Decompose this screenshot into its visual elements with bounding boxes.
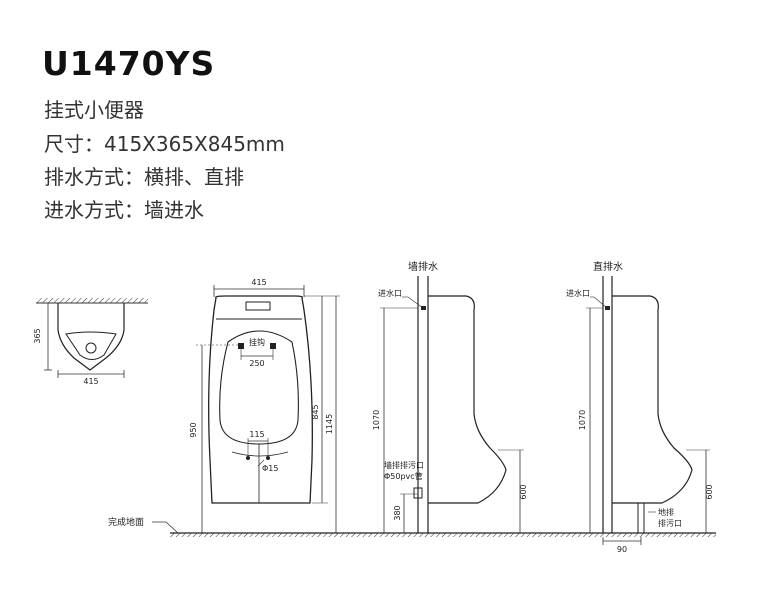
floor-drain-view: 直排水 进水口 1070 地排 排污口 90 600 <box>566 260 714 554</box>
floor-outlet-label-2: 排污口 <box>658 518 682 528</box>
floor-outlet-label-1: 地排 <box>658 507 674 517</box>
dim-845-label: 845 <box>311 404 320 419</box>
top-view-wall-hatch <box>36 298 148 303</box>
spec-size: 尺寸：415X365X845mm <box>44 132 285 156</box>
flush-valve <box>245 301 271 311</box>
wall-inlet-port <box>421 306 426 310</box>
floor-hatch <box>170 533 716 537</box>
floor-inlet-label: 进水口 <box>566 288 590 298</box>
hook-spacing-label: 250 <box>249 359 264 368</box>
floor-dim-600-label: 600 <box>705 484 714 499</box>
floor-drain-profile <box>612 295 693 504</box>
wall-dim-600-label: 600 <box>519 484 528 499</box>
top-view-width-label: 415 <box>83 377 98 386</box>
floor-dim-90-label: 90 <box>617 545 627 554</box>
top-view: 365 415 <box>33 298 148 386</box>
hook-left <box>238 343 244 349</box>
floor-drain-title: 直排水 <box>593 260 623 273</box>
top-view-drain <box>85 342 97 354</box>
wall-inlet-label: 进水口 <box>378 288 402 298</box>
dim-950-label: 950 <box>189 422 198 437</box>
floor-label: 完成地面 <box>108 516 144 528</box>
spec-inlet: 进水方式：墙进水 <box>44 198 204 222</box>
dim-1145-label: 1145 <box>325 414 334 434</box>
spec-drain: 排水方式：横排、直排 <box>44 165 244 189</box>
floor-inlet-port <box>605 306 610 310</box>
outlet-hole-right <box>266 456 270 460</box>
wall-outlet-label-1: 墙排排污口 <box>384 460 424 470</box>
hook-label: 挂钩 <box>249 337 265 347</box>
front-width-label: 415 <box>251 278 266 287</box>
spec-type: 挂式小便器 <box>44 98 144 122</box>
wall-drain-view: 墙排水 进水口 1070 380 墙排排污口 Φ50pvc管 600 <box>372 260 528 533</box>
wall-drain-profile <box>428 295 507 504</box>
front-body-outline <box>208 295 313 504</box>
wall-drain-title: 墙排水 <box>408 260 438 273</box>
front-bowl-outline <box>219 330 299 445</box>
front-view: 415 挂钩 250 115 Φ15 950 <box>108 278 340 534</box>
wall-dim-380-label: 380 <box>393 505 402 520</box>
wall-outlet-label-2: Φ50pvc管 <box>384 471 423 481</box>
top-view-depth-label: 365 <box>33 328 42 343</box>
hook-right <box>270 343 276 349</box>
wall-outlet-pipe <box>413 487 423 499</box>
outlet-hole-left <box>246 456 250 460</box>
model-title: U1470YS <box>42 44 216 83</box>
top-view-body <box>57 303 125 371</box>
floor-dim-1070-label: 1070 <box>578 410 587 430</box>
wall-dim-1070-label: 1070 <box>372 410 381 430</box>
outlet-diameter-label: Φ15 <box>262 464 278 473</box>
top-view-bowl <box>65 331 117 360</box>
outlet-spacing-label: 115 <box>249 430 264 439</box>
